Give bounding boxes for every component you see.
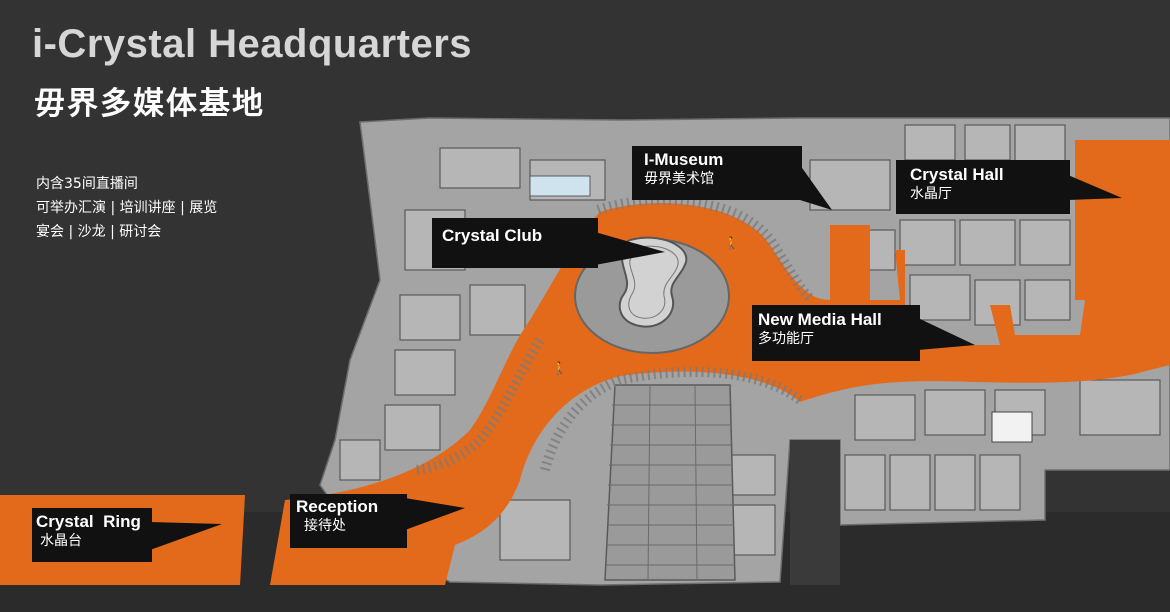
label-reception-zh: 接待处 [304,518,346,534]
orange-corridor [270,140,1170,585]
description-line: 内含35间直播间 [36,176,138,192]
label-reception-en: Reception [296,497,379,516]
room-grid [339,124,1161,561]
label-crystal-hall[interactable]: Crystal Hall 水晶厅 [896,160,1070,214]
description-line: 宴会 | 沙龙 | 研讨会 [36,224,162,240]
person-figure-2: 🚶 [552,361,567,375]
white-grid-window [991,411,1033,443]
label-i-museum[interactable]: I-Museum 毋界美术馆 [632,146,802,200]
person-figure-1: 🚶 [724,236,739,250]
label-crystal-club[interactable]: Crystal Club [432,218,598,268]
crystal-club-pointer [595,232,665,265]
label-new-media-hall-zh: 多功能厅 [758,331,814,347]
facility-description: 内含35间直播间 可举办汇演 | 培训讲座 | 展览 宴会 | 沙龙 | 研讨会 [36,172,217,244]
label-new-media-hall-en: New Media Hall [758,310,882,329]
page-subtitle: 毋界多媒体基地 [34,86,265,122]
new-media-hall-pointer [918,318,975,350]
label-crystal-ring-en: Crystal Ring [36,512,141,531]
reception-pointer [405,498,465,530]
glass-wall-north [596,195,816,304]
i-museum-pointer [800,165,832,210]
label-crystal-ring[interactable]: Crystal Ring 水晶台 [32,508,152,562]
crystal-hall-zone [1085,140,1170,300]
window-panel [529,175,591,197]
dark-column [790,440,840,585]
crystal-hall-pointer [1068,175,1122,200]
crystal-club-inner-line [628,245,679,319]
label-crystal-ring-zh: 水晶台 [40,533,82,549]
stair-seating [604,384,736,581]
label-crystal-hall-zh: 水晶厅 [910,186,952,202]
label-crystal-hall-en: Crystal Hall [910,165,1004,184]
crystal-ring-pointer [150,522,222,550]
label-new-media-hall[interactable]: New Media Hall 多功能厅 [752,305,920,361]
page-title: i-Crystal Headquarters [32,22,473,66]
label-crystal-club-en: Crystal Club [442,226,543,245]
description-line: 可举办汇演 | 培训讲座 | 展览 [36,200,218,216]
label-reception[interactable]: Reception 接待处 [290,494,407,548]
label-i-museum-zh: 毋界美术馆 [644,171,714,187]
label-i-museum-en: I-Museum [644,150,724,169]
